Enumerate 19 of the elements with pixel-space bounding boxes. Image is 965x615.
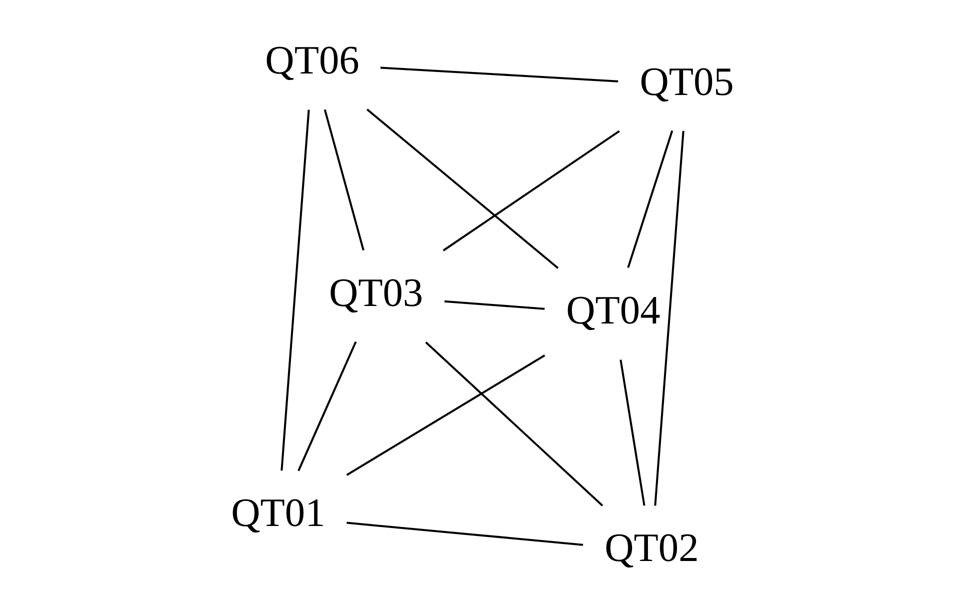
connector xyxy=(425,342,604,506)
connector xyxy=(298,341,357,472)
node-text: QT01 xyxy=(231,490,326,536)
node-text: QT05 xyxy=(640,58,734,104)
connector xyxy=(280,110,310,471)
connector xyxy=(620,360,646,506)
node-text: QT02 xyxy=(604,524,699,570)
node-text: QT03 xyxy=(328,270,424,315)
connector xyxy=(346,522,584,546)
connector xyxy=(380,66,618,82)
connector xyxy=(324,109,364,251)
connector xyxy=(442,130,620,252)
connector xyxy=(654,130,684,506)
connector xyxy=(444,300,545,310)
node-text: QT04 xyxy=(566,288,660,333)
connector xyxy=(346,354,546,476)
connector xyxy=(366,108,559,269)
node-text: QT06 xyxy=(265,37,360,82)
connector xyxy=(627,130,674,268)
